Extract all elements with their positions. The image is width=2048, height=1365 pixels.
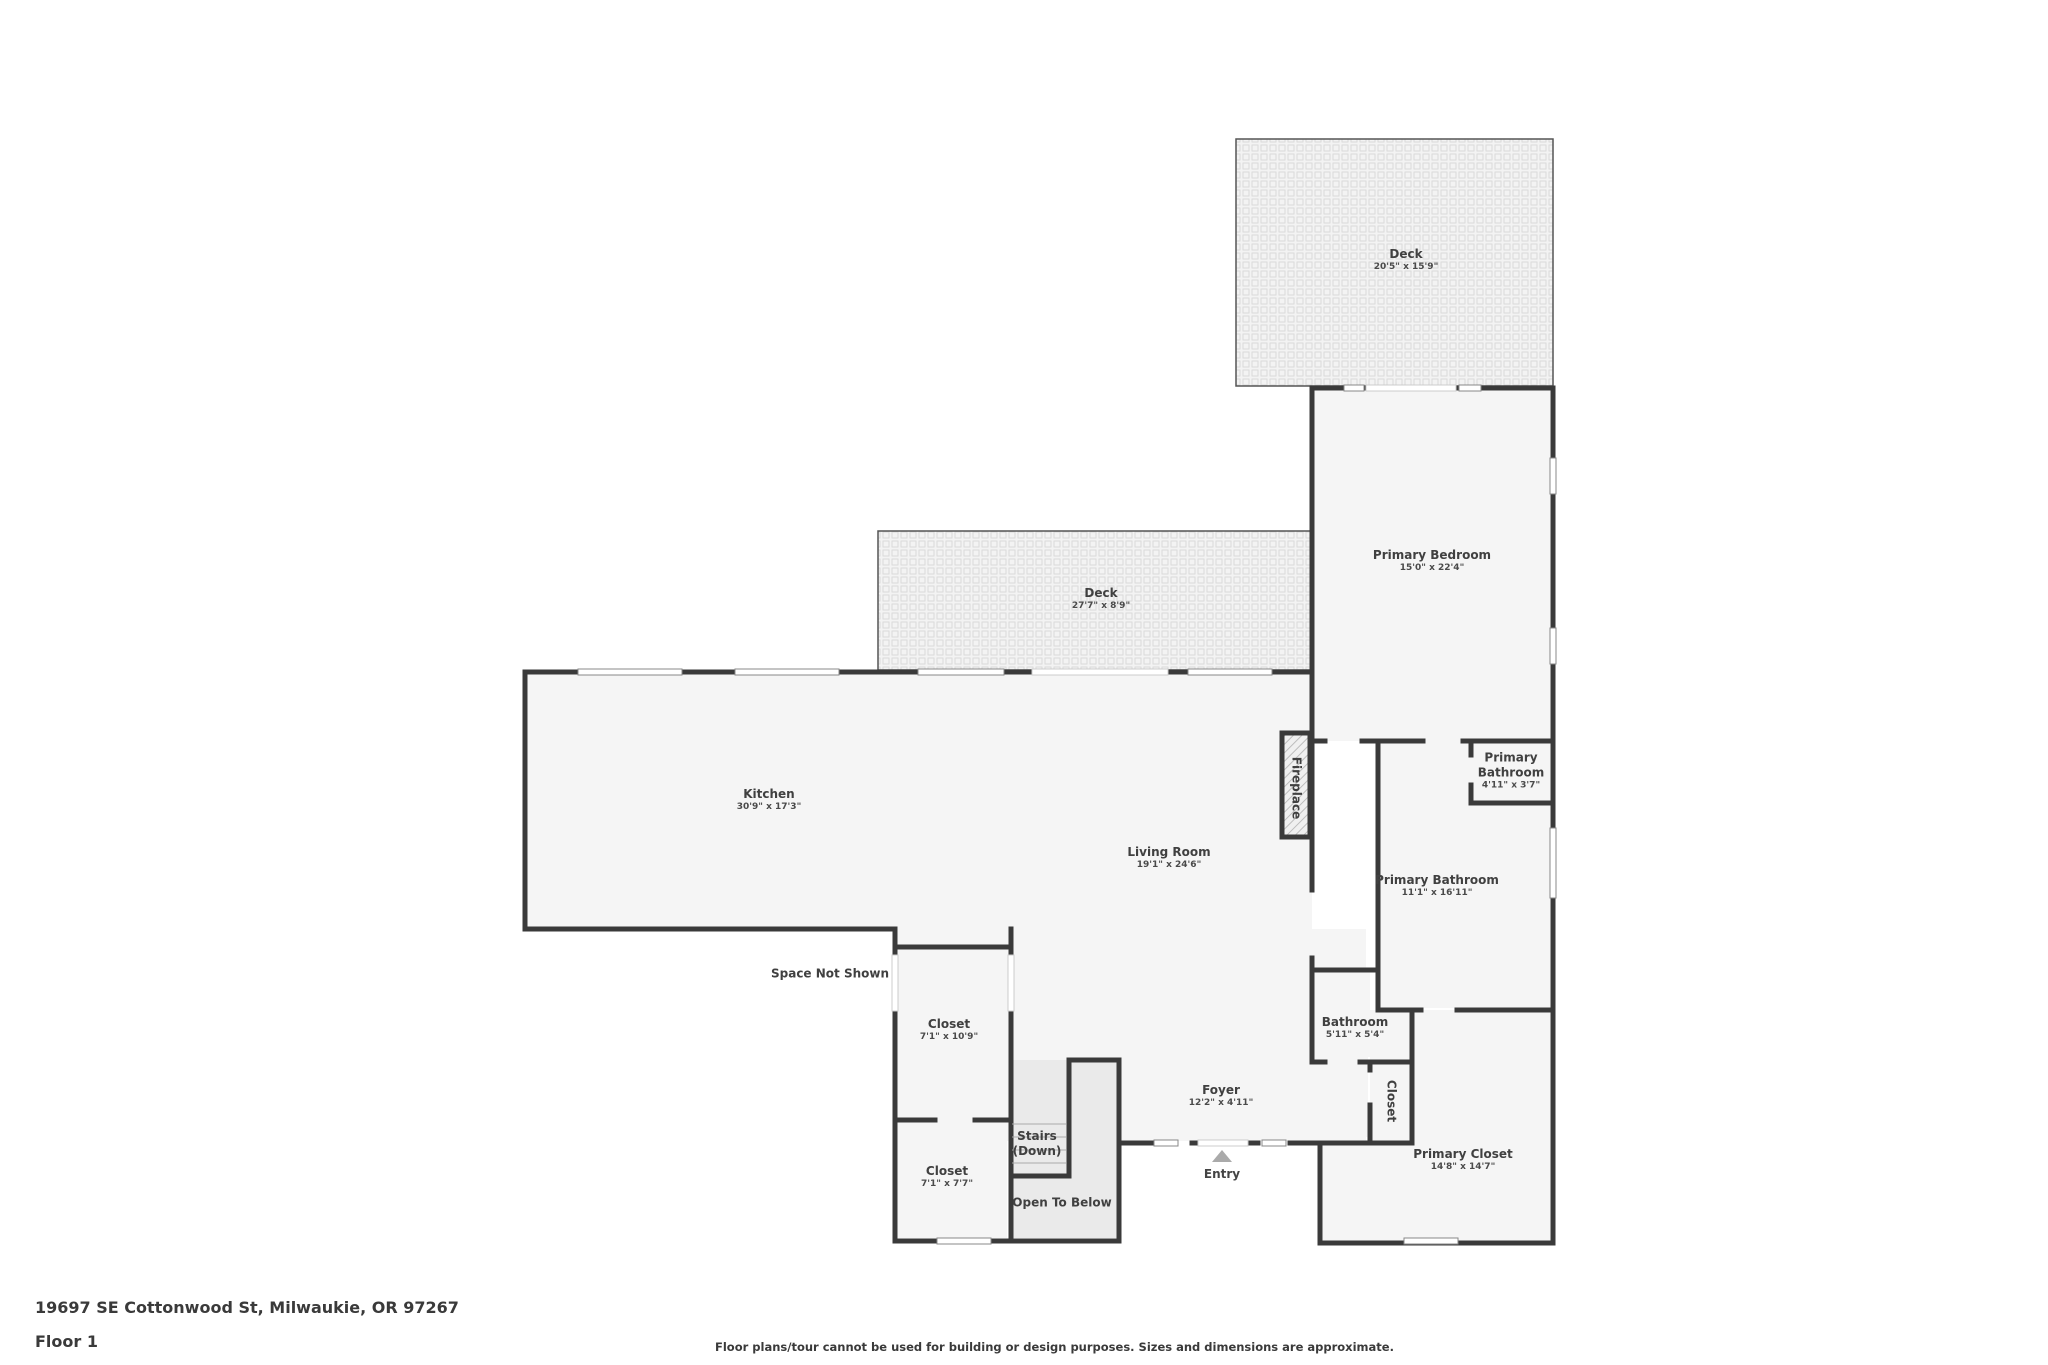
room-primary-bathroom: Primary Bathroom 11'1" x 16'11"	[1375, 873, 1499, 899]
interior-floor	[526, 388, 1550, 1241]
entry-arrow-icon	[1212, 1150, 1232, 1162]
room-bathroom: Bathroom 5'11" x 5'4"	[1322, 1015, 1388, 1041]
property-address: 19697 SE Cottonwood St, Milwaukie, OR 97…	[35, 1298, 459, 1317]
room-closet-lower: Closet 7'1" x 7'7"	[921, 1164, 973, 1190]
room-stairs[interactable]: Stairs (Down)	[1013, 1129, 1062, 1159]
room-name: Closet	[1384, 1079, 1399, 1123]
room-dimensions: 4'11" x 3'7"	[1481, 780, 1541, 791]
deck-lower-area	[877, 530, 1315, 671]
room-dimensions: 14'8" x 14'7"	[1430, 1161, 1496, 1172]
room-name: Bathroom	[1321, 1014, 1389, 1029]
room-name: Deck	[1389, 246, 1423, 261]
room-name: Primary	[1484, 750, 1538, 765]
room-name: Open To Below	[1012, 1195, 1112, 1210]
room-name: (Down)	[1012, 1144, 1062, 1158]
stairs[interactable]	[1012, 1123, 1066, 1164]
floor-label: Floor 1	[35, 1332, 98, 1351]
room-closet-small: Closet	[1384, 1080, 1399, 1122]
room-dimensions: 7'1" x 7'7"	[920, 1178, 974, 1189]
entry-label: Entry	[1203, 1167, 1241, 1181]
room-name: Fireplace	[1289, 756, 1304, 820]
room-name: Primary Bathroom	[1375, 872, 1499, 887]
room-living-room: Living Room 19'1" x 24'6"	[1127, 845, 1210, 871]
room-name: Bathroom	[1477, 765, 1545, 780]
room-primary-bathroom-small: Primary Bathroom 4'11" x 3'7"	[1478, 750, 1544, 791]
room-foyer: Foyer 12'2" x 4'11"	[1189, 1083, 1254, 1109]
room-name: Space Not Shown	[770, 966, 890, 981]
room-dimensions: 11'1" x 16'11"	[1401, 887, 1473, 898]
room-fireplace: Fireplace	[1289, 757, 1304, 819]
room-dimensions: 12'2" x 4'11"	[1188, 1097, 1254, 1108]
disclaimer: Floor plans/tour cannot be used for buil…	[715, 1340, 1394, 1354]
room-name: Closet	[927, 1016, 971, 1031]
room-dimensions: 20'5" x 15'9"	[1373, 261, 1439, 272]
room-name: Kitchen	[743, 786, 795, 801]
room-dimensions: 27'7" x 8'9"	[1071, 600, 1131, 611]
room-dimensions: 5'11" x 5'4"	[1325, 1029, 1385, 1040]
room-open-to-below: Open To Below	[1012, 1196, 1111, 1211]
open-to-below-area	[1012, 1060, 1117, 1238]
room-deck-lower: Deck 27'7" x 8'9"	[1072, 586, 1130, 612]
room-name: Stairs	[1017, 1129, 1057, 1143]
room-primary-closet: Primary Closet 14'8" x 14'7"	[1413, 1147, 1513, 1173]
room-kitchen: Kitchen 30'9" x 17'3"	[737, 787, 802, 813]
windows[interactable]	[577, 384, 1557, 1245]
room-name: Primary Closet	[1413, 1146, 1513, 1161]
room-dimensions: 7'1" x 10'9"	[919, 1031, 979, 1042]
room-name: Primary Bedroom	[1372, 547, 1492, 562]
room-primary-bedroom: Primary Bedroom 15'0" x 22'4"	[1373, 548, 1491, 574]
room-name: Foyer	[1202, 1082, 1240, 1097]
room-closet-upper: Closet 7'1" x 10'9"	[920, 1017, 978, 1043]
room-dimensions: 19'1" x 24'6"	[1136, 859, 1202, 870]
room-name: Deck	[1084, 585, 1118, 600]
room-dimensions: 30'9" x 17'3"	[736, 801, 802, 812]
deck-upper-area	[1235, 138, 1554, 387]
room-deck-upper: Deck 20'5" x 15'9"	[1374, 247, 1439, 273]
room-name: Closet	[925, 1163, 969, 1178]
space-not-shown: Space Not Shown	[771, 967, 889, 982]
room-name: Living Room	[1127, 844, 1211, 859]
fireplace	[1279, 730, 1313, 840]
room-dimensions: 15'0" x 22'4"	[1399, 562, 1465, 573]
